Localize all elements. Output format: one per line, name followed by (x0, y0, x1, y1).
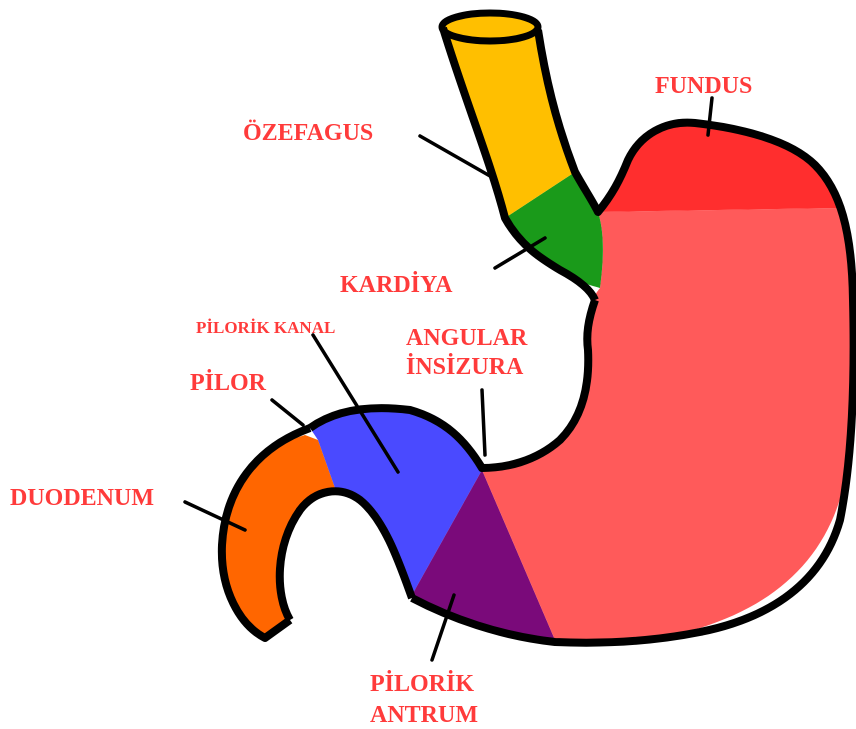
label-duodenum: DUODENUM (10, 485, 154, 511)
label-angular-line2: İNSİZURA (406, 354, 524, 380)
label-ozefagus: ÖZEFAGUS (243, 120, 373, 146)
label-fundus: FUNDUS (655, 73, 752, 99)
label-pilorik-kanal: PİLORİK KANAL (196, 318, 335, 337)
label-pilorik-antrum-line1: PİLORİK (370, 671, 474, 697)
label-pilorik-antrum-line2: ANTRUM (370, 702, 478, 728)
label-pilor: PİLOR (190, 370, 267, 396)
label-angular-line1: ANGULAR (406, 325, 528, 351)
label-kardiya: KARDİYA (340, 272, 453, 298)
pilor-leader (272, 400, 303, 425)
fundus-region (598, 123, 838, 212)
esophagus-opening (442, 13, 538, 41)
angular-insizura-leader (482, 390, 485, 455)
stomach-body-region (482, 208, 852, 641)
